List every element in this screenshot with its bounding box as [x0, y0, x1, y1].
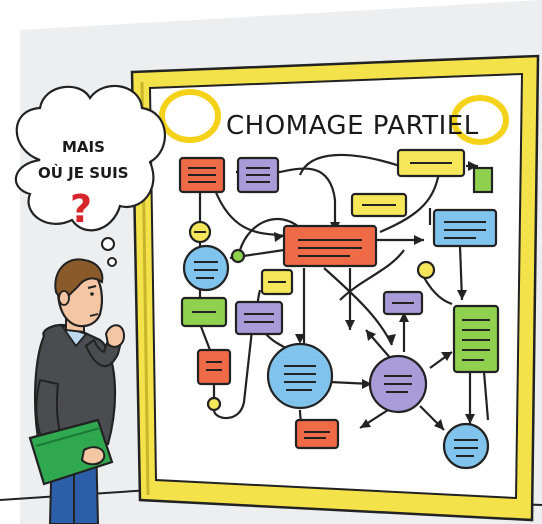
green-folder-icon	[28, 418, 114, 486]
bubble-line-1: MAIS	[62, 138, 105, 156]
thinking-man-illustration	[28, 258, 126, 524]
node-yellow-dot	[206, 396, 222, 412]
node-purple	[234, 300, 284, 336]
node-blue	[432, 208, 498, 248]
bubble-line-2: OÙ JE SUIS	[38, 163, 129, 182]
node-text-lines	[188, 162, 490, 457]
thought-bubble: MAIS OÙ JE SUIS ?	[14, 84, 166, 267]
node-orange	[294, 418, 340, 450]
node-blue-circle	[442, 422, 490, 470]
node-green-dot	[230, 248, 246, 264]
question-mark: ?	[70, 187, 92, 231]
node-yellow-dot	[416, 260, 436, 280]
flow-circle-nodes	[182, 220, 490, 470]
node-green-small	[472, 166, 494, 194]
node-blue-circle	[266, 342, 334, 410]
node-orange	[196, 348, 232, 386]
yellow-circle-icon	[159, 89, 221, 143]
node-blue-circle	[182, 244, 230, 292]
board-title: CHOMAGE PARTIEL	[226, 111, 479, 141]
flow-nodes	[178, 148, 500, 450]
node-orange-main	[282, 224, 378, 268]
arrowheads	[236, 161, 478, 430]
flowchart-board: CHOMAGE PARTIEL	[130, 54, 540, 522]
yellow-circle-icon	[451, 95, 509, 145]
